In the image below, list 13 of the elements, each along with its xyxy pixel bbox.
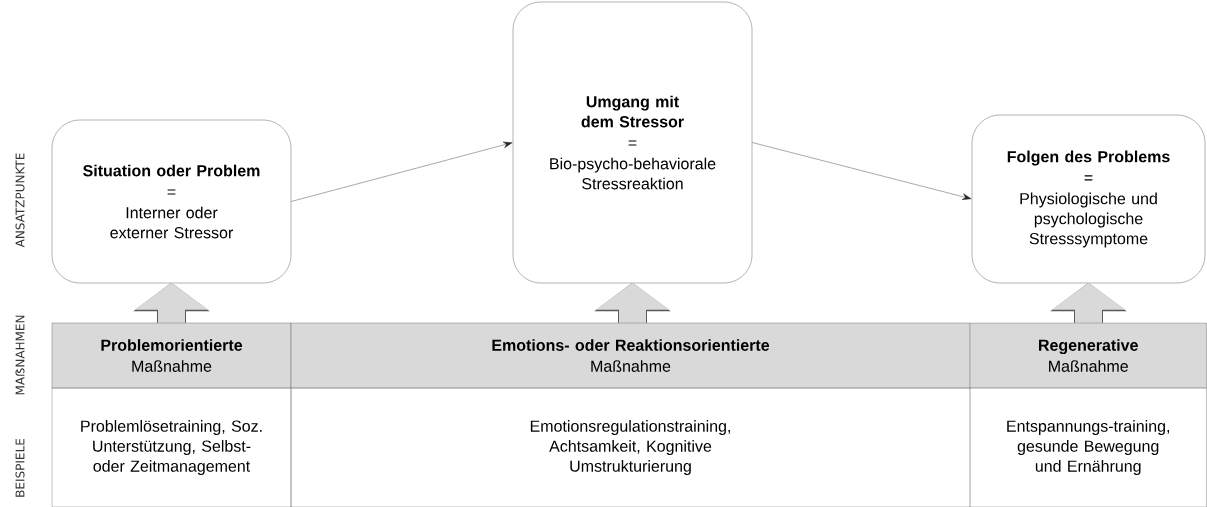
arrow [752,142,972,200]
row-label: BEISPIELE [15,439,25,497]
rounded-box: Folgen des Problems = Physiologische und psychologische Stresssymptome [971,114,1206,284]
arrow [291,141,513,202]
header-cell: Problemorientierte Maßnahme [51,322,292,389]
header-cell: Regenerative Maßnahme [969,322,1207,389]
rounded-box: Umgang mit dem Stressor = Bio-psycho-behaviorale Stressreaktion [512,1,753,284]
table-cell: Entspannungs-training, gesunde Bewegung und Ernährung [969,387,1207,507]
row-label: MAẞNAHMEN [15,315,25,395]
table-cell: Emotionsregulationstraining, Achtsamkeit, Kognitive Umstrukturierung [290,387,971,507]
row-label: ANSATZPUNKTE [15,153,25,248]
rounded-box: Situation oder Problem = Interner oder externer Stressor [51,119,292,284]
table-cell: Problemlösetraining, Soz. Unterstützung, Selbst- oder Zeitmanagement [51,387,292,507]
